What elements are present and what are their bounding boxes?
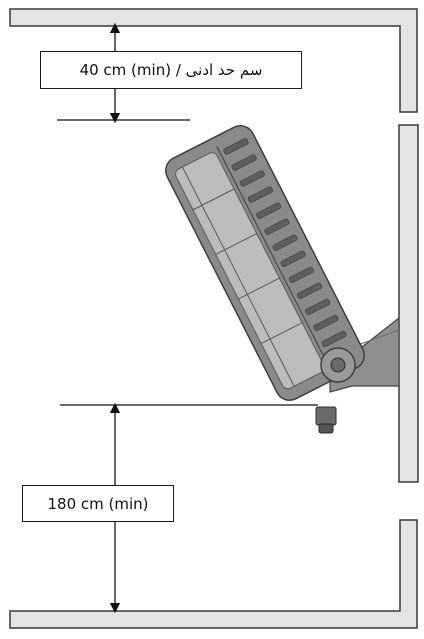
cooling-fins — [223, 138, 347, 348]
bottom-clearance-label: 180 cm (min) — [22, 485, 174, 522]
pivot-knob — [330, 357, 346, 373]
top-clearance-text: 40 cm (min) / سم حد ادنی — [79, 61, 263, 79]
cable-gland — [315, 406, 337, 426]
floodlight-lens — [175, 152, 325, 390]
bottom-clearance-text: 180 cm (min) — [47, 494, 149, 513]
floodlight-device — [165, 125, 365, 401]
ceiling-wall — [9, 8, 418, 113]
lens-frame-bars — [181, 166, 303, 387]
bracket-edge — [357, 329, 400, 346]
side-wall — [398, 124, 419, 483]
cable-gland-cap — [318, 423, 334, 434]
top-clearance-label: 40 cm (min) / سم حد ادنی — [40, 51, 302, 89]
floor-wall — [9, 519, 418, 629]
fin-rail — [216, 145, 332, 371]
